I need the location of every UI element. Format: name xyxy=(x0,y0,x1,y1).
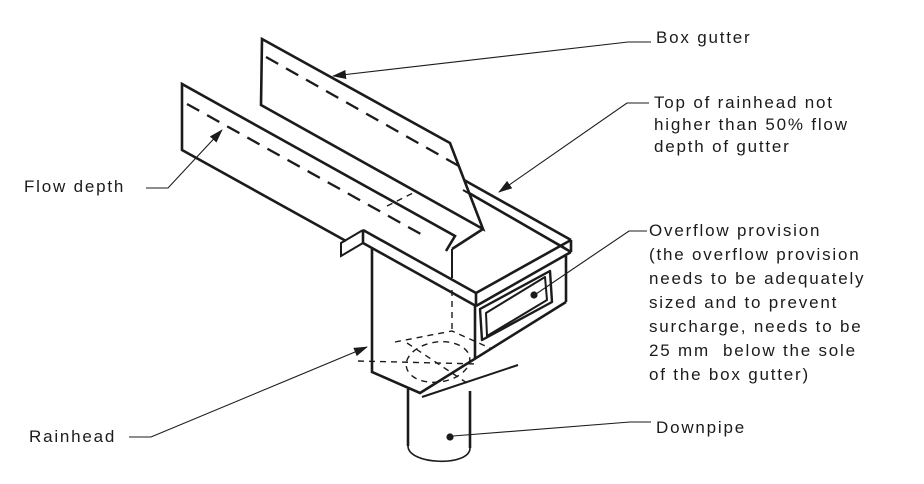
leader-lines xyxy=(129,41,651,441)
hidden-outlet-circle xyxy=(405,341,471,383)
label-rainhead: Rainhead xyxy=(29,427,117,446)
leader-top-of-rainhead xyxy=(498,102,649,193)
overflow-slot-outer xyxy=(478,269,554,342)
overflow-slot-inner xyxy=(485,276,548,337)
downpipe-drawing xyxy=(406,389,472,463)
label-downpipe: Downpipe xyxy=(656,418,747,437)
label-flow-depth: Flow depth xyxy=(24,177,126,196)
rim-inner-opening-edge xyxy=(462,189,566,249)
box-gutter-drawing xyxy=(180,36,486,278)
downpipe-bottom-curve xyxy=(407,445,471,463)
gutter-near-wall xyxy=(180,81,457,252)
rim-front-right xyxy=(474,238,573,308)
rainhead-rim xyxy=(340,178,573,308)
rainhead-walls-and-taper xyxy=(370,248,567,395)
gutter-end-sole-edge xyxy=(451,227,484,251)
rim-left-end-cap xyxy=(340,229,364,258)
hidden-taper-edges xyxy=(394,330,493,350)
leader-rainhead xyxy=(129,346,368,438)
leader-overflow xyxy=(535,230,647,295)
label-top-of-rainhead: Top of rainhead not higher than 50% flow… xyxy=(654,93,849,156)
leader-flow-depth xyxy=(146,129,223,189)
leader-downpipe xyxy=(452,421,651,437)
leader-overflow-dot xyxy=(530,291,538,299)
flow-depth-line-far xyxy=(265,55,467,172)
label-box-gutter: Box gutter xyxy=(656,28,752,47)
leader-downpipe-dot xyxy=(446,433,454,441)
gutter-far-wall xyxy=(259,36,486,232)
rim-front-left xyxy=(361,228,477,308)
label-overflow-provision: Overflow provision (the overflow provisi… xyxy=(649,221,866,384)
rainhead-body xyxy=(357,248,568,398)
outlet-centerline-2 xyxy=(406,342,471,386)
outlet-centerline-1 xyxy=(357,360,479,365)
flow-depth-line-near xyxy=(186,102,429,240)
flow-depth-line-end xyxy=(386,192,414,207)
rainhead-taper-back-edge xyxy=(421,364,519,398)
leader-box-gutter xyxy=(332,41,651,79)
